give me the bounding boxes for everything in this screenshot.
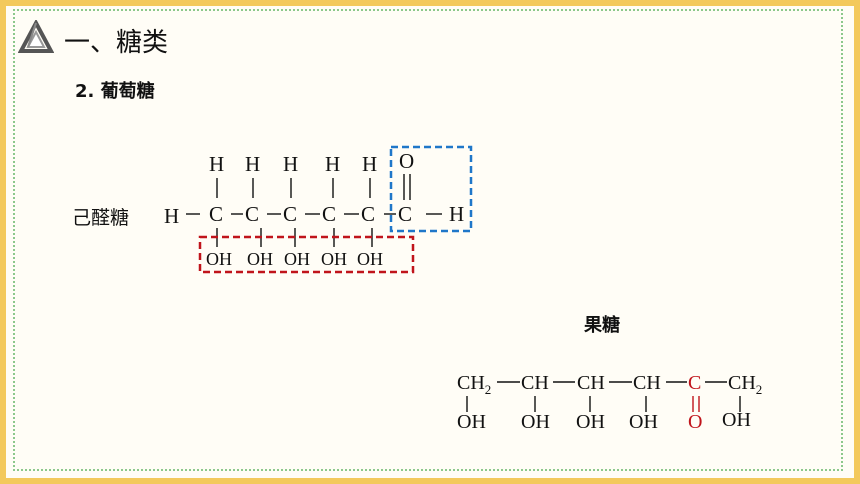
glucose-oxygen: O — [399, 149, 414, 173]
glucose-carbon: C — [209, 202, 223, 226]
fructose-group: CH — [577, 372, 605, 394]
glucose-top-h: H — [283, 152, 298, 176]
fructose-hydroxyl: OH — [722, 409, 751, 431]
glucose-hydroxyl: OH — [206, 249, 232, 269]
glucose-carbon: C — [283, 202, 297, 226]
glucose-top-h: H — [325, 152, 340, 176]
fructose-group: CH — [633, 372, 661, 394]
glucose-left-h: H — [164, 204, 179, 228]
fructose-group: CH — [521, 372, 549, 394]
glucose-formula: H H H H H O H C C C C C — [164, 145, 473, 274]
fructose-hydroxyl: OH — [576, 411, 605, 433]
fructose-ch2-left: CH2 — [457, 372, 491, 397]
fructose-ketone-carbon: C — [688, 372, 701, 394]
glucose-label: 己醛糖 — [72, 207, 130, 229]
fructose-title: 果糖 — [584, 315, 620, 336]
subtitle: 2. 葡萄糖 — [75, 81, 155, 102]
glucose-hydroxyl: OH — [284, 249, 310, 269]
glucose-hydroxyl: OH — [247, 249, 273, 269]
content-border — [13, 9, 843, 471]
glucose-hydroxyl: OH — [321, 249, 347, 269]
fructose-ketone-oxygen: O — [688, 411, 702, 433]
fructose-hydroxyl: OH — [521, 411, 550, 433]
glucose-carbon: C — [322, 202, 336, 226]
glucose-carbon: C — [398, 202, 412, 226]
glucose-top-h: H — [245, 152, 260, 176]
glucose-carbon: C — [245, 202, 259, 226]
glucose-right-h: H — [449, 202, 464, 226]
hydroxyl-highlight-box — [198, 235, 415, 274]
aldehyde-highlight-box — [389, 145, 473, 233]
fructose-hydroxyl: OH — [629, 411, 658, 433]
glucose-carbon: C — [361, 202, 375, 226]
fructose-hydroxyl: OH — [457, 411, 486, 433]
glucose-top-h: H — [362, 152, 377, 176]
fructose-ch2-right: CH2 — [728, 372, 762, 397]
section-title: 一、糖类 — [64, 28, 169, 58]
triangle-logo-icon — [18, 20, 54, 53]
glucose-hydroxyl: OH — [357, 249, 383, 269]
glucose-top-h: H — [209, 152, 224, 176]
fructose-formula: CH2 CH CH CH C CH2 OH OH OH OH O OH — [457, 372, 762, 433]
